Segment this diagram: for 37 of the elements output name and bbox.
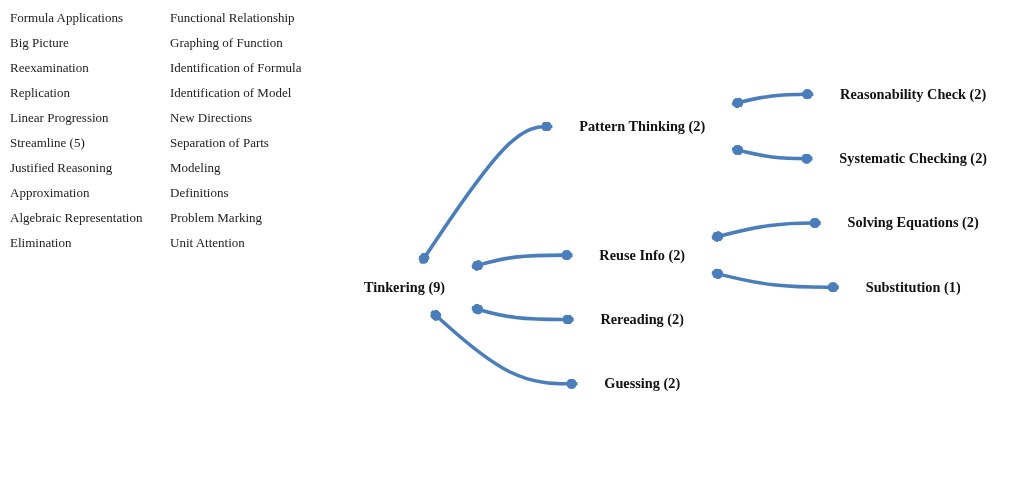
connector [711, 268, 839, 293]
term-label: Problem Marking [170, 210, 264, 226]
connector [711, 217, 821, 242]
term-label: Elimination [10, 235, 73, 251]
node-text: Systematic Checking (2) [839, 150, 988, 166]
term-label: Big Picture [10, 35, 70, 51]
term-label: Algebraic Representation [10, 210, 144, 226]
node-text: Reasonability Check (2) [840, 86, 987, 102]
connector [731, 88, 814, 109]
node-text: Rereading (2) [600, 311, 684, 327]
term-label: Definitions [170, 185, 230, 201]
node-text: Solving Equations (2) [847, 214, 979, 231]
connector [418, 121, 553, 265]
connector [430, 309, 578, 390]
term-label: Graphing of Function [170, 35, 284, 51]
term-label: Justified Reasoning [10, 160, 114, 176]
connector [731, 144, 813, 164]
connector [471, 303, 574, 325]
term-label: Functional Relationship [170, 10, 296, 26]
term-label: Streamline (5) [10, 135, 86, 151]
term-label: Reexamination [10, 60, 90, 76]
connector [471, 249, 573, 271]
term-label: Identification of Formula [170, 60, 303, 76]
node-text: Guessing (2) [604, 375, 681, 391]
term-label: New Directions [170, 110, 253, 126]
term-label: Approximation [10, 185, 91, 201]
term-label: Formula Applications [10, 10, 125, 26]
term-label: Unit Attention [170, 235, 246, 251]
node-text: Tinkering (9) [363, 279, 446, 295]
term-label: Replication [10, 85, 71, 101]
term-label: Linear Progression [10, 110, 110, 126]
node-text: Substitution (1) [865, 279, 961, 295]
node-text: Reuse Info (2) [599, 247, 686, 263]
term-label: Identification of Model [170, 85, 293, 101]
term-label: Modeling [170, 160, 222, 176]
term-label: Separation of Parts [170, 135, 270, 151]
node-text: Pattern Thinking (2) [579, 118, 706, 134]
